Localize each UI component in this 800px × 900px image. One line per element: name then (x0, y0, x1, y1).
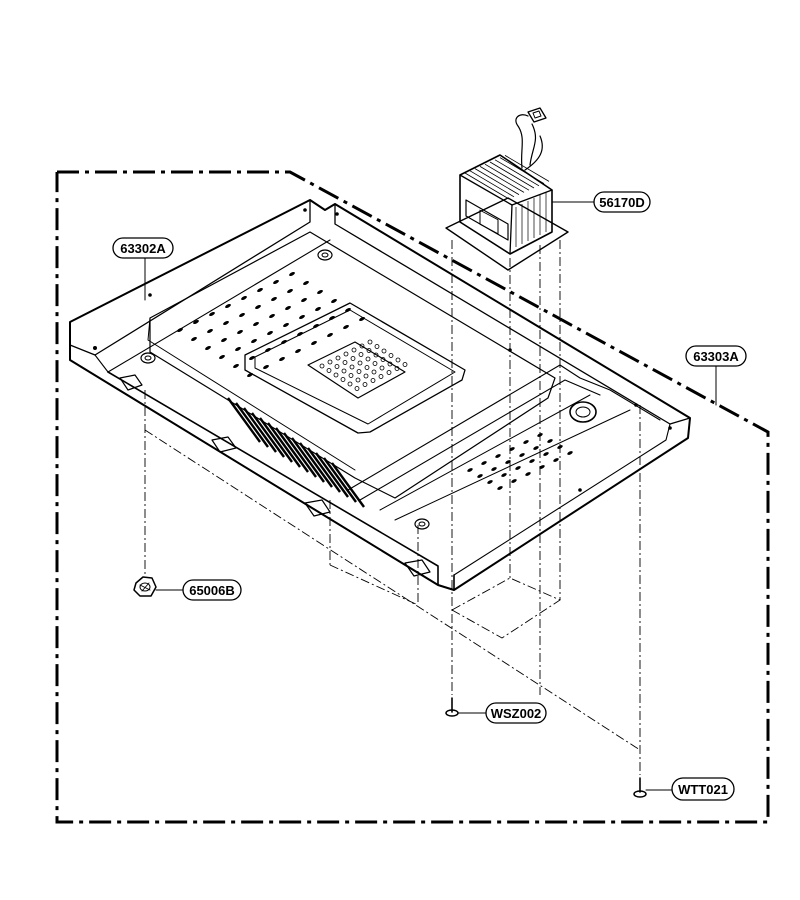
svg-text:WTT021: WTT021 (678, 782, 728, 797)
callout-WSZ002: WSZ002 (457, 702, 547, 724)
svg-text:56170D: 56170D (599, 195, 645, 210)
callout-63303A: 63303A (685, 345, 747, 406)
svg-text:WSZ002: WSZ002 (491, 706, 542, 721)
callout-63302A: 63302A (112, 237, 174, 301)
callout-65006B: 65006B (155, 579, 242, 601)
screw-wsz002 (445, 697, 459, 717)
callout-56170D: 56170D (551, 191, 651, 213)
screw-wtt021 (633, 777, 647, 798)
svg-text:63303A: 63303A (693, 349, 739, 364)
vent-patterns (177, 271, 573, 508)
assembly-boundary (55, 170, 770, 824)
projection-lines (144, 240, 641, 775)
svg-text:65006B: 65006B (189, 583, 235, 598)
transformer (445, 107, 569, 271)
nut-65006b (133, 576, 157, 597)
svg-text:63302A: 63302A (120, 241, 166, 256)
callout-WTT021: WTT021 (645, 777, 735, 801)
